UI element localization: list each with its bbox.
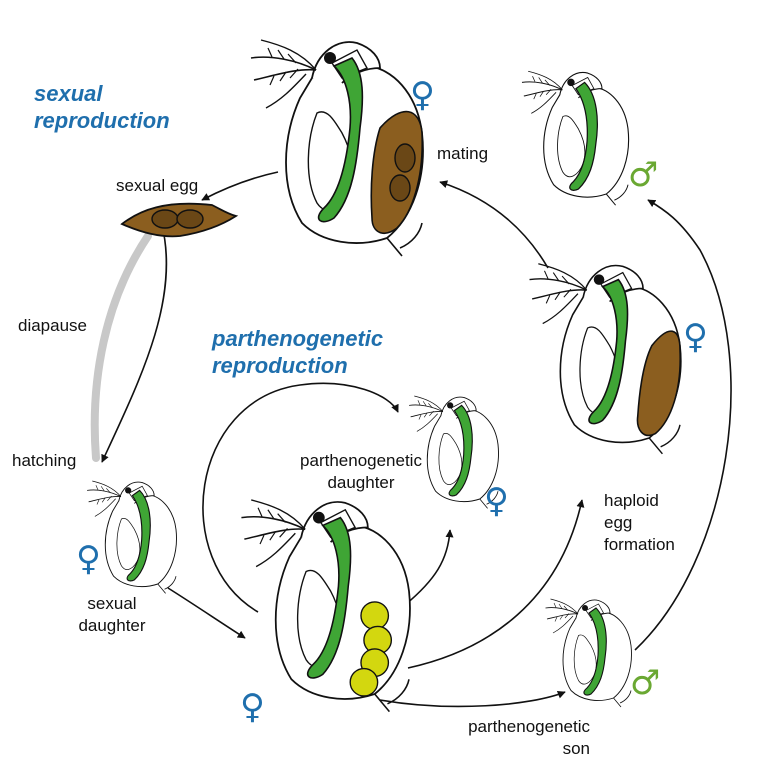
mating-label: mating — [437, 144, 489, 163]
female-symbol-top: ♀ — [410, 75, 435, 115]
cycle-arrows — [101, 171, 732, 708]
sexual-egg-label: sexual egg — [116, 176, 199, 195]
parthenogenetic-female-daphnia — [241, 500, 410, 712]
hatching-label: hatching — [12, 451, 77, 470]
female-symbol-right: ♀ — [683, 317, 708, 357]
male-daphnia-top — [522, 71, 629, 205]
sexual-egg-shape — [120, 202, 239, 238]
female-symbol-center: ♀ — [240, 687, 265, 727]
diapause-label: diapause — [18, 316, 88, 335]
sexual-female-daphnia — [251, 40, 423, 256]
male-symbol-top: ♂ — [628, 155, 659, 195]
parthenogenetic-son-daphnia — [546, 599, 632, 707]
male-symbol-son: ♂ — [630, 663, 661, 703]
female-symbol-daughter: ♀ — [484, 481, 509, 521]
diapause-bar — [90, 232, 152, 462]
haploid-egg-female-daphnia — [530, 264, 681, 454]
parthenogenetic-daughter-daphnia — [409, 396, 498, 508]
female-symbol-sexual-daughter: ♀ — [76, 539, 101, 579]
sexual-daughter-daphnia — [87, 481, 176, 593]
